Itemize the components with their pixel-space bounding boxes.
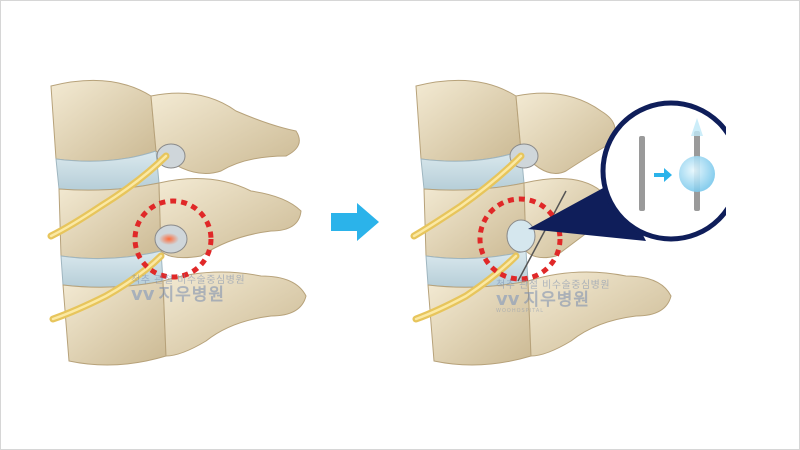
hospital-logo-icon: vv	[131, 284, 155, 305]
vertebra-upper	[50, 79, 157, 162]
hospital-logo-icon: vv	[496, 289, 520, 310]
inflamed-joint-ring	[132, 198, 214, 280]
right-arrow-icon	[331, 201, 381, 243]
zoom-callout-icon	[600, 100, 726, 242]
treated-joint-ring	[477, 196, 563, 282]
